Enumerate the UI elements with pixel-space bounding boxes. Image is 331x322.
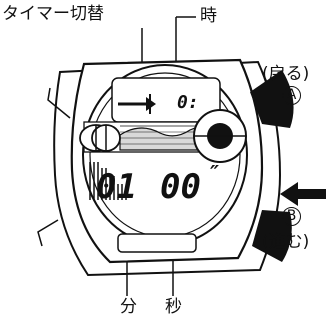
label-hour: 時 (200, 6, 217, 26)
seconds-digits: 00 (160, 167, 201, 207)
minutes-digits: 01 (96, 167, 137, 207)
seconds-mark: ″ (206, 161, 219, 185)
mode-dial-icon (79, 124, 121, 152)
label-second: 秒 (165, 297, 182, 317)
watch-strap-left (47, 87, 71, 119)
arrow-left-icon (280, 182, 326, 206)
watch-strap-left-lower (37, 219, 59, 247)
label-minute: 分 (120, 297, 137, 317)
button-b[interactable] (252, 210, 292, 262)
lower-slot (117, 233, 197, 253)
timer-arrow-icon (118, 94, 156, 114)
label-button-a-letter: A (282, 86, 301, 105)
button-a[interactable] (250, 70, 294, 128)
label-timer-switch: タイマー切替 (2, 4, 104, 24)
bar-graph (89, 162, 127, 200)
label-button-b-letter: B (282, 207, 301, 226)
label-button-a-text: (戻る) (262, 64, 310, 84)
sensor-dial (193, 109, 247, 163)
label-button-b-text: (進む) (262, 232, 310, 252)
watch-outer-frame (53, 60, 282, 277)
hour-digit: 0: (177, 92, 199, 113)
